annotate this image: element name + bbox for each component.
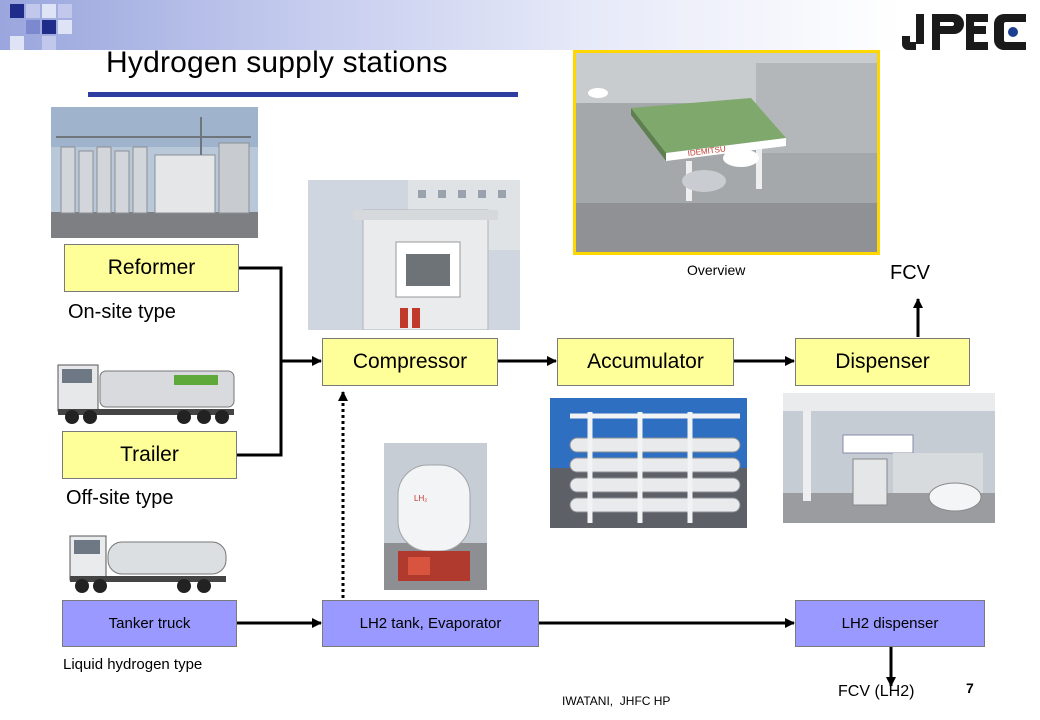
trailer-label: Trailer <box>120 443 179 466</box>
accumulator-photo <box>550 398 747 528</box>
lh2-tank-label: LH2 tank, Evaporator <box>359 615 502 632</box>
decor-square <box>10 36 24 50</box>
compressor-photo <box>308 180 520 330</box>
source-credit: IWATANI, JHFC HP <box>562 694 671 708</box>
slide-title: Hydrogen supply stations <box>106 46 448 79</box>
dispenser-label: Dispenser <box>835 350 930 373</box>
lh2-dispenser-box: LH2 dispenser <box>795 600 985 647</box>
decor-square <box>58 4 72 18</box>
trailer-box: Trailer <box>62 431 237 479</box>
tanker-truck-label: Tanker truck <box>108 615 191 632</box>
lh2-dispenser-label: LH2 dispenser <box>841 615 939 632</box>
jpec-logo <box>902 14 1026 50</box>
lh2-tank-box: LH2 tank, Evaporator <box>322 600 539 647</box>
header-band <box>0 0 900 50</box>
decor-square <box>26 20 40 34</box>
decor-square <box>26 4 40 18</box>
fcv-label: FCV <box>890 262 930 284</box>
reformer-photo <box>51 107 258 238</box>
compressor-box: Compressor <box>322 338 498 386</box>
lh2-tank-photo: LH₂ <box>384 443 487 590</box>
liquid-type-label: Liquid hydrogen type <box>63 656 203 673</box>
title-underline <box>88 92 518 97</box>
reformer-label: Reformer <box>107 256 196 279</box>
decor-square <box>42 4 56 18</box>
overview-caption: Overview <box>687 262 746 278</box>
dispenser-photo <box>783 393 995 523</box>
decor-square <box>42 20 56 34</box>
compressor-label: Compressor <box>352 350 468 373</box>
accumulator-box: Accumulator <box>557 338 734 386</box>
decor-square <box>42 36 56 50</box>
dispenser-box: Dispenser <box>795 338 970 386</box>
fcv-lh2-label: FCV (LH2) <box>838 683 915 700</box>
offsite-type-label: Off-site type <box>66 487 174 509</box>
accumulator-label: Accumulator <box>587 350 704 373</box>
reformer-box: Reformer <box>64 244 239 292</box>
tanker-truck-box: Tanker truck <box>62 600 237 647</box>
page-number: 7 <box>966 680 974 696</box>
overview-photo: IDEMITSU <box>573 50 880 255</box>
tanker-truck-photo <box>66 528 230 598</box>
svg-text:LH₂: LH₂ <box>414 494 427 503</box>
decor-square <box>10 4 24 18</box>
trailer-truck-photo <box>54 355 240 429</box>
onsite-type-label: On-site type <box>68 301 176 323</box>
decor-square <box>58 20 72 34</box>
